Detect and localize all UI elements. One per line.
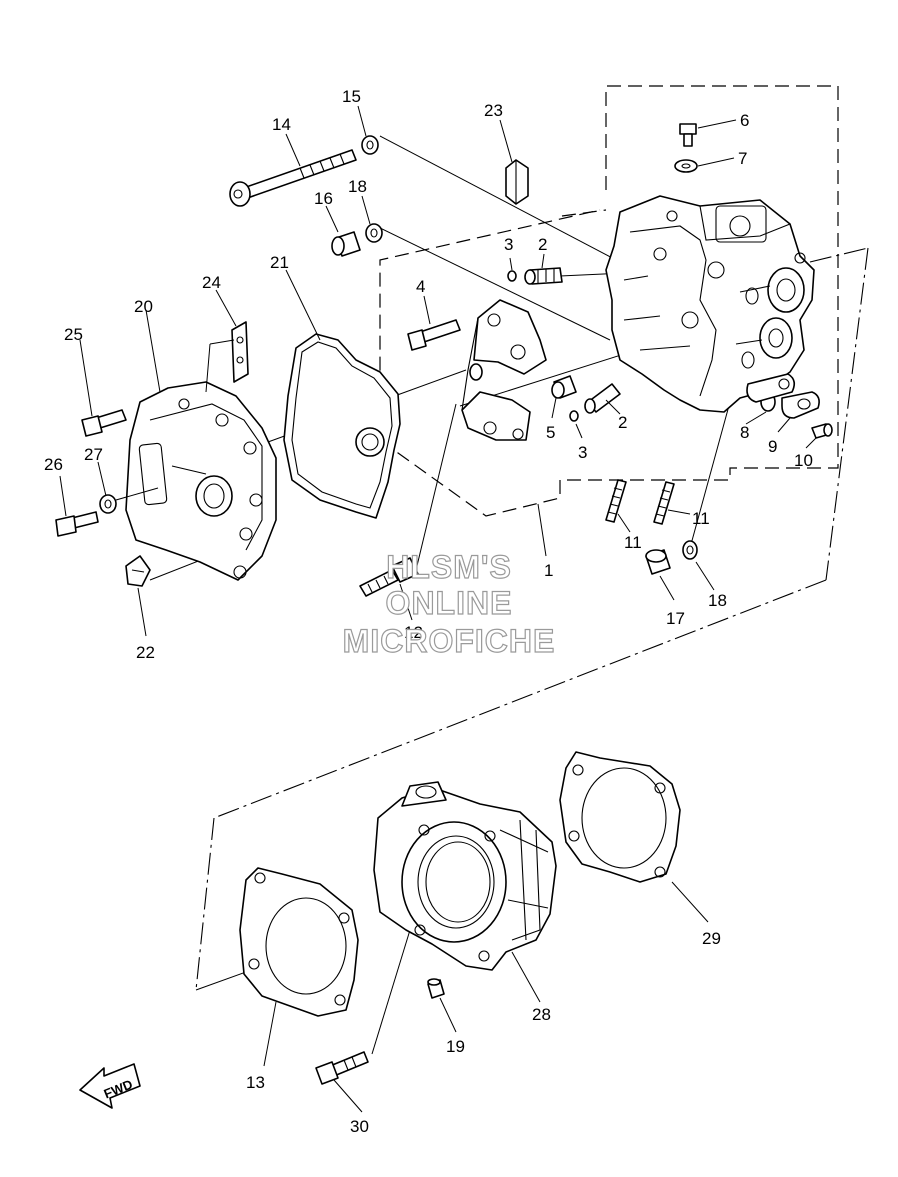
callout-3-lower: 3 bbox=[578, 443, 587, 462]
bolt-25 bbox=[81, 409, 127, 437]
cylinder-28 bbox=[373, 781, 557, 971]
bolt-6 bbox=[679, 123, 697, 147]
guide-line-plug12 bbox=[415, 403, 457, 571]
clip-22 bbox=[125, 555, 151, 587]
gasket-29 bbox=[559, 751, 681, 883]
thermostat-housing bbox=[461, 299, 547, 441]
bolt-14 bbox=[229, 149, 357, 207]
cylinder-head-1 bbox=[605, 195, 815, 413]
callout-2-lower: 2 bbox=[618, 413, 627, 432]
callout-10: 10 bbox=[794, 451, 813, 470]
callout-8: 8 bbox=[740, 423, 749, 442]
callout-6: 6 bbox=[740, 111, 749, 130]
callout-14: 14 bbox=[272, 115, 291, 134]
plate-24 bbox=[231, 321, 249, 383]
callout-3-upper: 3 bbox=[504, 235, 513, 254]
callout-5: 5 bbox=[546, 423, 555, 442]
pin-2-lower bbox=[584, 383, 621, 414]
callout-15: 15 bbox=[342, 87, 361, 106]
watermark: HLSM'S ONLINE MICROFICHE bbox=[342, 548, 556, 659]
callout-2-upper: 2 bbox=[538, 235, 547, 254]
guide-line-bolt14 bbox=[379, 135, 621, 263]
washer-7 bbox=[674, 159, 698, 173]
bracket-23 bbox=[505, 159, 529, 205]
callout-28: 28 bbox=[532, 1005, 551, 1024]
fwd-arrow-icon: FWD bbox=[79, 1063, 141, 1109]
washer-15 bbox=[361, 135, 379, 155]
clip-3-upper bbox=[507, 270, 517, 282]
callout-13: 13 bbox=[246, 1073, 265, 1092]
guide-line-plate24b bbox=[209, 339, 235, 345]
cover-plate-9 bbox=[781, 391, 820, 419]
callout-18-lower: 18 bbox=[708, 591, 727, 610]
cap-17 bbox=[645, 549, 671, 575]
callout-21: 21 bbox=[270, 253, 289, 272]
watermark-line-2: ONLINE bbox=[386, 585, 513, 621]
bolt-26 bbox=[55, 511, 99, 537]
callout-leaders bbox=[59, 105, 817, 1113]
guide-line-27 bbox=[115, 487, 159, 501]
guide-line-washer18 bbox=[375, 225, 611, 341]
bolt-4 bbox=[407, 319, 461, 351]
callout-9: 9 bbox=[768, 437, 777, 456]
stud-11-right bbox=[653, 481, 675, 525]
callout-19: 19 bbox=[446, 1037, 465, 1056]
sleeve-5 bbox=[551, 375, 577, 399]
callout-25: 25 bbox=[64, 325, 83, 344]
sensor-12 bbox=[359, 557, 419, 597]
callout-23: 23 bbox=[484, 101, 503, 120]
callout-22: 22 bbox=[136, 643, 155, 662]
callout-20: 20 bbox=[134, 297, 153, 316]
washer-18-upper bbox=[365, 223, 383, 243]
guide-line-bolt30 bbox=[371, 929, 411, 1055]
screw-10 bbox=[811, 423, 833, 439]
gasket-21 bbox=[283, 333, 401, 519]
clip-3-lower bbox=[569, 410, 579, 422]
callout-17: 17 bbox=[666, 609, 685, 628]
callout-27: 27 bbox=[84, 445, 103, 464]
callout-7: 7 bbox=[738, 149, 747, 168]
callout-29: 29 bbox=[702, 929, 721, 948]
collar-16 bbox=[331, 231, 361, 257]
pin-2-upper bbox=[524, 267, 563, 285]
callout-1: 1 bbox=[544, 561, 553, 580]
cover-20 bbox=[125, 381, 277, 581]
watermark-line-1: HLSM'S bbox=[386, 549, 512, 585]
callout-labels: 1 2 2 3 3 4 5 6 7 8 9 10 11 11 12 13 14 … bbox=[44, 87, 813, 1136]
callout-24: 24 bbox=[202, 273, 221, 292]
callout-4: 4 bbox=[416, 277, 425, 296]
alignment-line-head bbox=[825, 247, 869, 581]
washer-27 bbox=[99, 494, 117, 514]
dowel-19 bbox=[427, 978, 445, 999]
guide-line-plate24 bbox=[205, 343, 211, 393]
callout-26: 26 bbox=[44, 455, 63, 474]
bolt-30 bbox=[315, 1051, 369, 1085]
callout-12: 12 bbox=[404, 623, 423, 642]
watermark-line-3: MICROFICHE bbox=[343, 623, 556, 659]
callout-30: 30 bbox=[350, 1117, 369, 1136]
alignment-line-diagonal bbox=[213, 579, 827, 819]
callout-16: 16 bbox=[314, 189, 333, 208]
alignment-line-left bbox=[195, 817, 215, 991]
cover-head-side bbox=[746, 373, 796, 403]
callout-11-right: 11 bbox=[692, 509, 710, 528]
callout-18-upper: 18 bbox=[348, 177, 367, 196]
stud-11-left bbox=[605, 479, 627, 523]
alignment-line-head-2 bbox=[809, 247, 869, 263]
washer-18-lower bbox=[682, 540, 698, 560]
gasket-13 bbox=[239, 867, 359, 1017]
callout-11-left: 11 bbox=[624, 533, 642, 552]
head-dashed-outline-top bbox=[561, 209, 607, 217]
